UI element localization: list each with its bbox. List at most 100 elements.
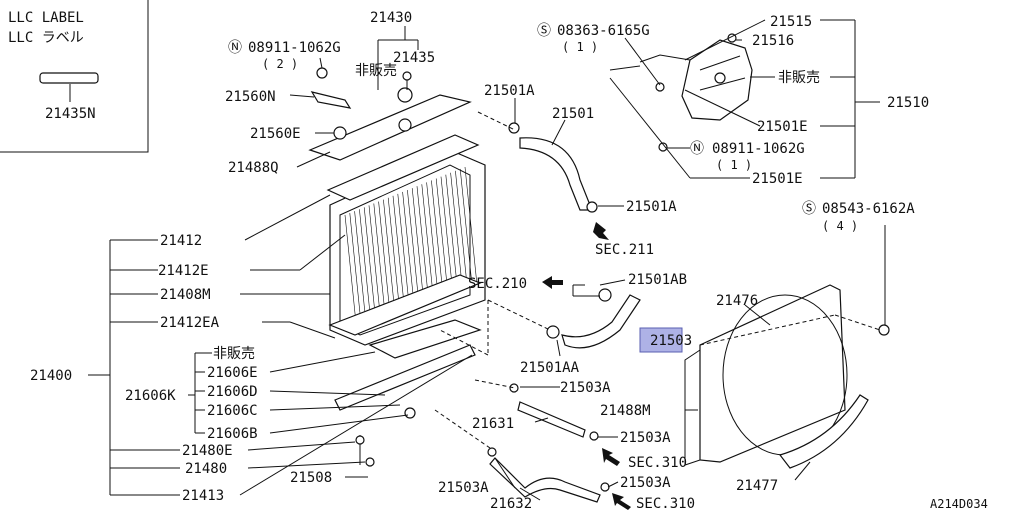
radiator-core — [308, 94, 486, 346]
label-21516: 21516 — [752, 33, 794, 49]
core-fin-line — [431, 180, 444, 299]
label-21632: 21632 — [490, 496, 532, 511]
clamp-21501A-top — [508, 122, 520, 134]
clamp-21503A-c — [487, 447, 497, 457]
core-fin-line — [440, 176, 454, 295]
label-hanbai-2: 非販売 — [778, 70, 820, 86]
label-21503A-d: 21503A — [620, 475, 671, 491]
label-hanbai-3: 非販売 — [213, 346, 255, 362]
core-fin-line — [363, 207, 377, 326]
label-08911-b: 08911-1062G — [712, 141, 805, 157]
core-fin-line — [435, 178, 449, 297]
inset-subtitle: LLC ラベル — [8, 30, 84, 46]
label-21501E-b: 21501E — [752, 171, 803, 187]
label-21501A-mid: 21501A — [626, 199, 677, 215]
core-fin-line — [416, 186, 430, 305]
reservoir-tank — [609, 39, 753, 121]
clamp-21501AB — [598, 288, 612, 302]
core-fin-line — [459, 168, 473, 287]
label-21501AA: 21501AA — [520, 360, 580, 376]
label-21480: 21480 — [185, 461, 227, 477]
core-fin-line — [455, 170, 468, 289]
core-fin-line — [392, 195, 406, 314]
label-21503A-a: 21503A — [560, 380, 611, 396]
hose-21632 — [489, 457, 601, 503]
label-21510: 21510 — [887, 95, 929, 111]
clamp-21503A-a — [509, 383, 519, 393]
label-21501AB: 21501AB — [628, 272, 687, 288]
bolt-08911 — [316, 67, 328, 79]
label-21488M: 21488M — [600, 403, 651, 419]
label-21412: 21412 — [160, 233, 202, 249]
label-sec310-a: SEC.310 — [628, 455, 687, 471]
clamp-21503A-b — [589, 431, 599, 441]
core-fin-line — [378, 201, 391, 320]
label-21503A-b: 21503A — [620, 430, 671, 446]
label-21412EA: 21412EA — [160, 315, 220, 331]
label-circled-s-b: Ⓢ — [802, 201, 816, 217]
upper-hose — [519, 137, 593, 211]
seal-21435 — [402, 71, 412, 81]
label-21606B: 21606B — [207, 426, 258, 442]
bolt-08363 — [655, 82, 665, 92]
diagram-reference-code: A214D034 — [930, 497, 988, 511]
label-21501A-top: 21501A — [484, 83, 535, 99]
label-21435: 21435 — [393, 50, 435, 66]
lower-tank-assembly — [334, 319, 482, 467]
part-labels: 21430 21435 非販売 Ⓝ 08911-1062G ( 2 ) 2156… — [30, 10, 988, 511]
highlight-21503 — [639, 327, 683, 353]
fan-shroud — [684, 284, 869, 469]
label-08543-qty: ( 4 ) — [822, 219, 858, 233]
label-21408M: 21408M — [160, 287, 211, 303]
label-sec310-b: SEC.310 — [636, 496, 695, 511]
label-21503A-c: 21503A — [438, 480, 489, 496]
bolt-08543 — [878, 324, 890, 336]
lower-hose — [561, 294, 641, 349]
core-fin-line — [387, 197, 401, 316]
core-fin-line — [450, 172, 463, 291]
grommet-21560E — [333, 126, 347, 140]
core-fin-line — [368, 205, 382, 324]
core-fin-line — [397, 193, 411, 312]
label-21501E-a: 21501E — [757, 119, 808, 135]
label-sec211: SEC.211 — [595, 242, 654, 258]
label-08911-a: 08911-1062G — [248, 40, 341, 56]
label-circled-s-a: Ⓢ — [537, 23, 551, 39]
label-21560E: 21560E — [250, 126, 301, 142]
label-21480E: 21480E — [182, 443, 233, 459]
label-21515: 21515 — [770, 14, 812, 30]
core-fin-line — [359, 209, 372, 328]
label-sec210: SEC.210 — [468, 276, 527, 292]
label-hanbai-1: 非販売 — [355, 63, 397, 79]
label-21477: 21477 — [736, 478, 778, 494]
label-08363-qty: ( 1 ) — [562, 40, 598, 54]
core-fin-line — [349, 213, 363, 332]
core-fin-line — [426, 182, 439, 301]
arrow-sec310-a — [602, 448, 620, 466]
clamp-21501AA — [546, 325, 560, 339]
label-21412E: 21412E — [158, 263, 209, 279]
label-21488Q: 21488Q — [228, 160, 279, 176]
label-21400: 21400 — [30, 368, 72, 384]
clamp-21501A-mid — [586, 201, 598, 213]
core-fin-line — [421, 184, 435, 303]
label-21503-highlight: 21503 — [650, 333, 692, 349]
core-fin-line — [445, 174, 459, 293]
label-21508: 21508 — [290, 470, 332, 486]
label-circled-n-b: Ⓝ — [690, 141, 704, 157]
core-fin-line — [354, 211, 367, 330]
core-fin-line — [407, 190, 420, 309]
arrow-sec211 — [593, 222, 609, 240]
label-21501: 21501 — [552, 106, 594, 122]
leader-lines — [88, 19, 886, 501]
label-21606D: 21606D — [207, 384, 258, 400]
label-21606K: 21606K — [125, 388, 176, 404]
core-fin-line — [344, 214, 358, 334]
label-21631: 21631 — [472, 416, 514, 432]
label-21606C: 21606C — [207, 403, 258, 419]
bracket-21560N — [310, 91, 352, 109]
label-21430: 21430 — [370, 10, 412, 26]
inset-title: LLC LABEL — [8, 10, 84, 26]
arrow-sec210 — [542, 276, 563, 289]
llc-label-part — [39, 72, 99, 84]
